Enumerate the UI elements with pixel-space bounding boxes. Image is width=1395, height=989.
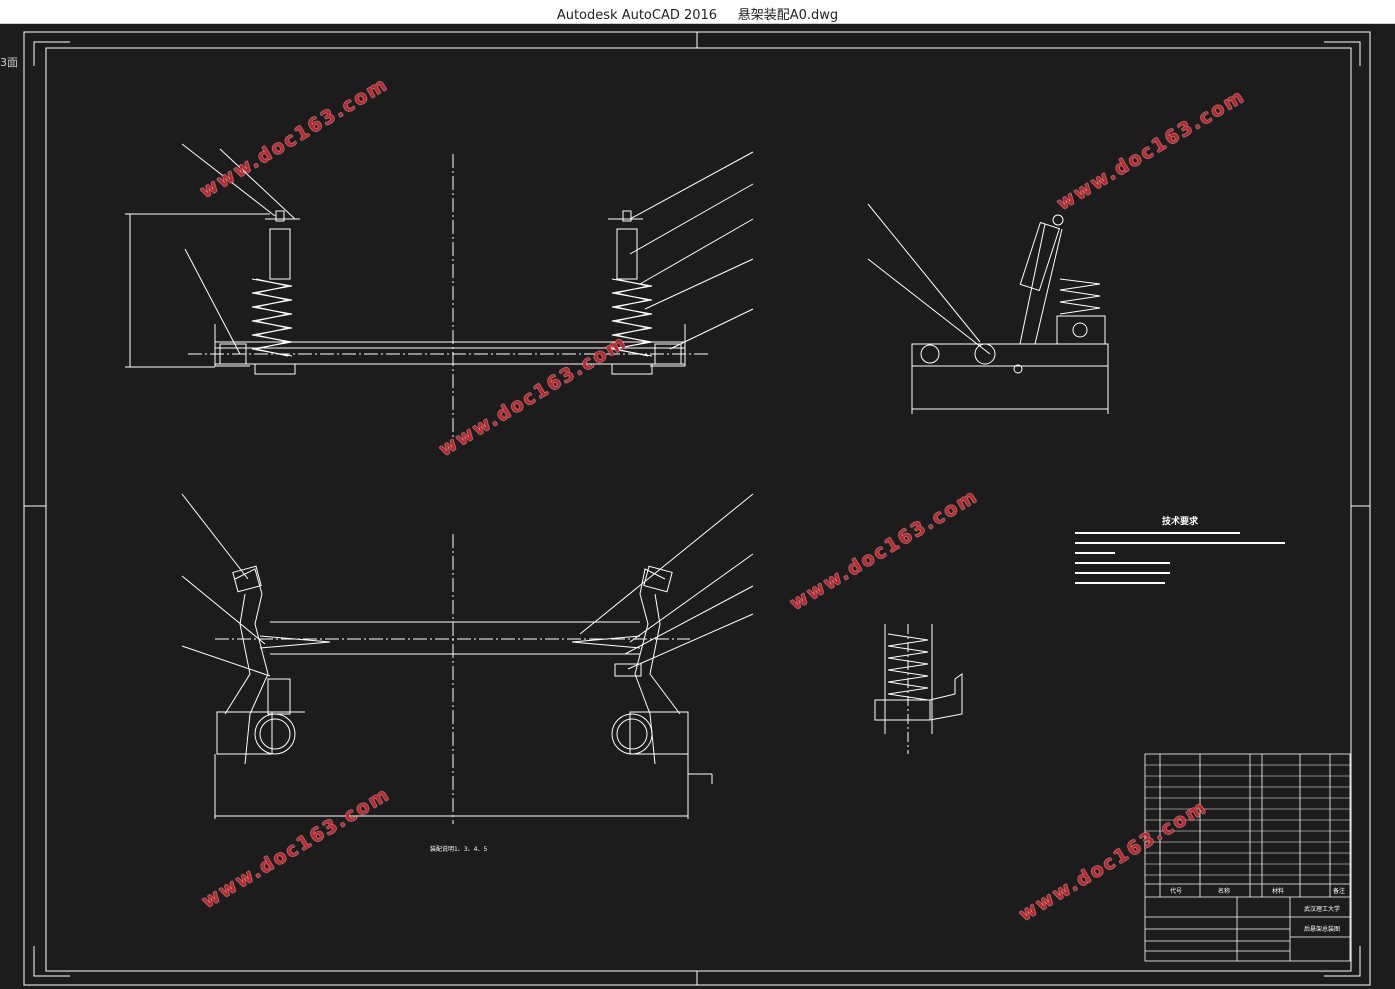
title-block <box>1144 753 1351 962</box>
technical-notes-lines <box>1075 532 1285 584</box>
title-block-name-label: 名称 <box>1218 887 1230 895</box>
right-spring <box>611 278 653 357</box>
side-panel-fragment: 3面 <box>0 56 18 69</box>
side-view <box>867 203 1109 414</box>
top-view <box>181 493 754 824</box>
title-block-remarks-label: 备注 <box>1333 887 1345 895</box>
bottom-note: 装配说明1、3、4、5 <box>430 845 487 853</box>
cad-drawing-canvas[interactable]: 技术要求 装配说明1、3、4、5 代号 名称 材料 备注 武汉理工大学 后悬架总… <box>0 24 1395 989</box>
title-block-drawing-name: 后悬架总装图 <box>1304 925 1340 933</box>
window-title: Autodesk AutoCAD 2016 悬架装配A0.dwg <box>556 8 839 23</box>
inner-border <box>45 47 1352 972</box>
title-block-code-label: 代号 <box>1170 887 1182 895</box>
technical-notes-heading: 技术要求 <box>1162 515 1199 527</box>
title-block-school: 武汉理工大学 <box>1304 905 1340 913</box>
left-spring <box>251 278 293 357</box>
detail-view <box>874 624 963 754</box>
cad-drawing-viewport[interactable]: 3面 <box>0 24 1395 989</box>
window-titlebar: Autodesk AutoCAD 2016 悬架装配A0.dwg <box>0 0 1395 24</box>
title-block-material-label: 材料 <box>1272 887 1284 895</box>
front-view <box>125 143 754 444</box>
